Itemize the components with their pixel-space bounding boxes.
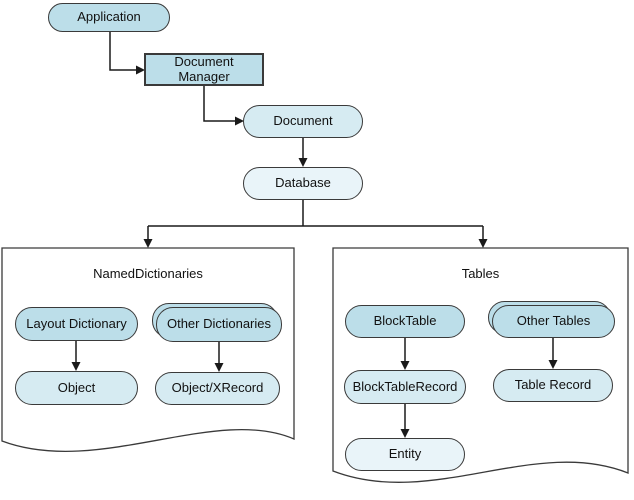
node-entity: Entity	[345, 438, 465, 471]
node-block-table: BlockTable	[345, 305, 465, 338]
node-database: Database	[243, 167, 363, 200]
node-table-record: Table Record	[493, 369, 613, 402]
container-title-tables: Tables	[461, 266, 500, 281]
node-object: Object	[15, 371, 138, 405]
node-document: Document	[243, 105, 363, 138]
node-layout-dictionary: Layout Dictionary	[15, 307, 138, 341]
node-block-table-record: BlockTableRecord	[344, 370, 466, 404]
container-title-named-dictionaries: NamedDictionaries	[93, 266, 203, 281]
connector-lines	[75, 32, 554, 429]
node-other-tables: Other Tables	[492, 305, 615, 338]
node-document-manager: Document Manager	[144, 53, 264, 86]
connector-arrowheads	[71, 65, 558, 438]
node-application: Application	[48, 3, 170, 32]
node-other-dictionaries: Other Dictionaries	[156, 307, 282, 342]
node-object-xrecord: Object/XRecord	[155, 372, 280, 405]
